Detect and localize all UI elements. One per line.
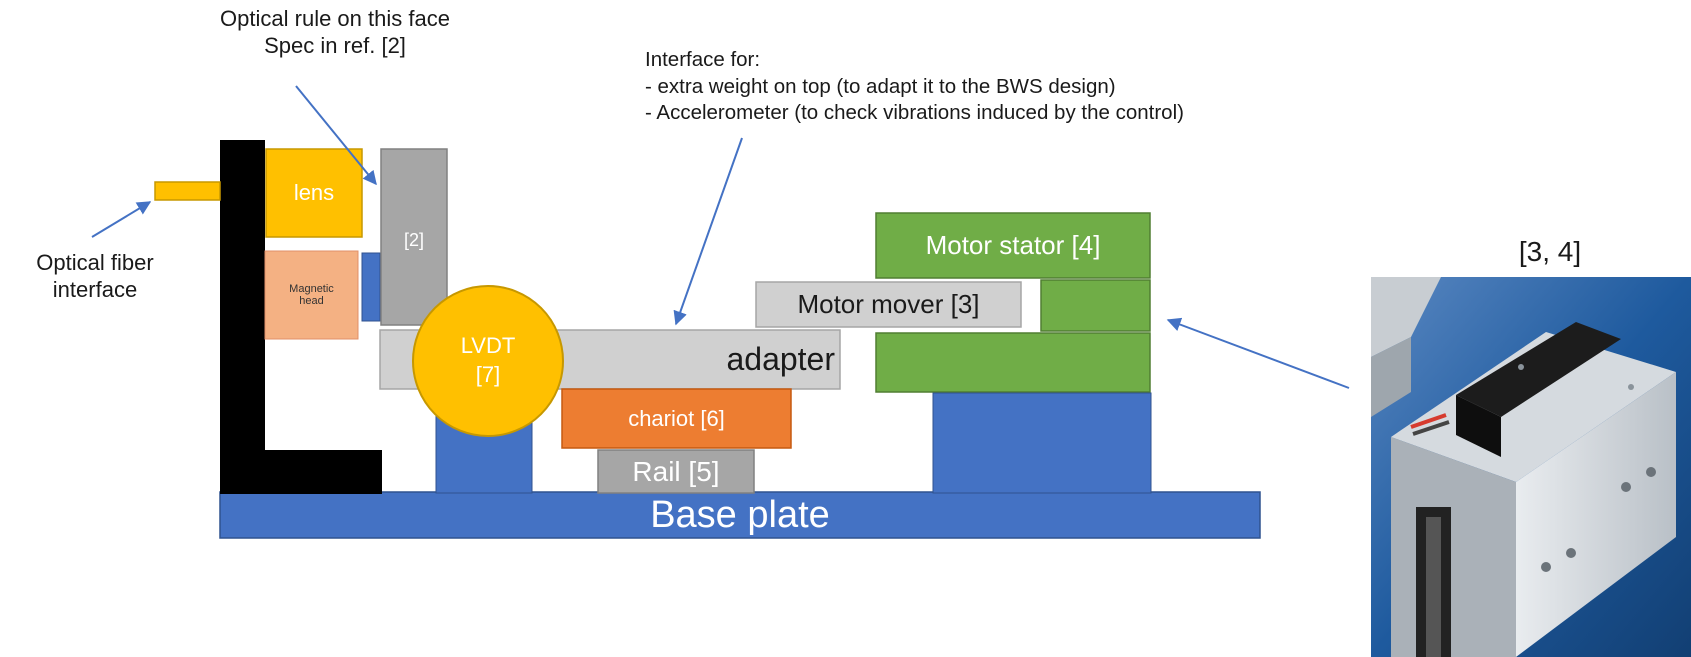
linear-motor-photo-icon [1371,277,1691,657]
lens-label: lens [293,180,335,205]
interface-line-1: Interface for: [645,48,761,71]
optical-rule-line-2: Spec in ref. [2] [264,32,406,58]
chariot-label: chariot [6] [628,405,725,431]
optical-rule-annotation: Optical rule on this face Spec in ref. [… [170,6,500,60]
adapter-label: adapter [726,341,835,377]
motor-stator-bottom [875,332,1151,393]
lvdt-line-2: [7] [475,362,501,387]
motor-stator-middle [1040,279,1151,332]
motor-mover-label: Motor mover [3] [797,289,980,319]
base-plate-label: Base plate [650,493,830,536]
interface-line-3: - Accelerometer (to check vibrations ind… [645,101,1184,125]
magnetic-head-line-2: head [299,295,324,307]
fiber-line-1: Optical fiber [36,250,154,275]
optical-rule-ref-label: [2] [403,229,424,250]
motor-support-shape [932,392,1152,494]
l-frame-vertical [220,140,265,494]
base-plate-shape [219,491,1261,539]
motor-stator-top [875,212,1151,279]
lvdt-shape [412,285,564,437]
interface-annotation: Interface for: - extra weight on top (to… [645,47,1365,127]
photo-reference: [3, 4] [1518,236,1582,267]
fiber-annotation: Optical fiber interface [10,250,180,304]
magnetic-head-shape [264,250,359,340]
fiber-line-2: interface [52,276,138,302]
motor-photo-arrow [1166,317,1350,389]
magnetic-head-label: Magnetic head [265,251,358,339]
linear-motor-photo [1371,277,1691,657]
rail-shape [597,449,755,494]
interface-line-2: - extra weight on top (to adapt it to th… [645,74,1116,98]
lvdt-label: LVDT [7] [413,321,563,401]
lens-shape [265,148,363,238]
magnetic-head-line-1: Magnetic [289,283,334,295]
optical-rule-line-1: Optical rule on this face [220,6,450,31]
sensor-bracket-shape [361,252,381,322]
motor-stator-label: Motor stator [4] [925,230,1101,260]
optical-rule-arrow [295,85,377,186]
chariot-shape [561,388,792,449]
optical-fiber-stub [154,181,221,201]
rail-label: Rail [5] [632,455,720,487]
fiber-arrow [91,201,152,238]
lvdt-line-1: LVDT [460,333,516,359]
motor-mover-shape [755,281,1022,328]
l-frame-horizontal [220,450,382,494]
interface-arrow [673,137,743,326]
optical-rule-block-shape [380,148,448,326]
